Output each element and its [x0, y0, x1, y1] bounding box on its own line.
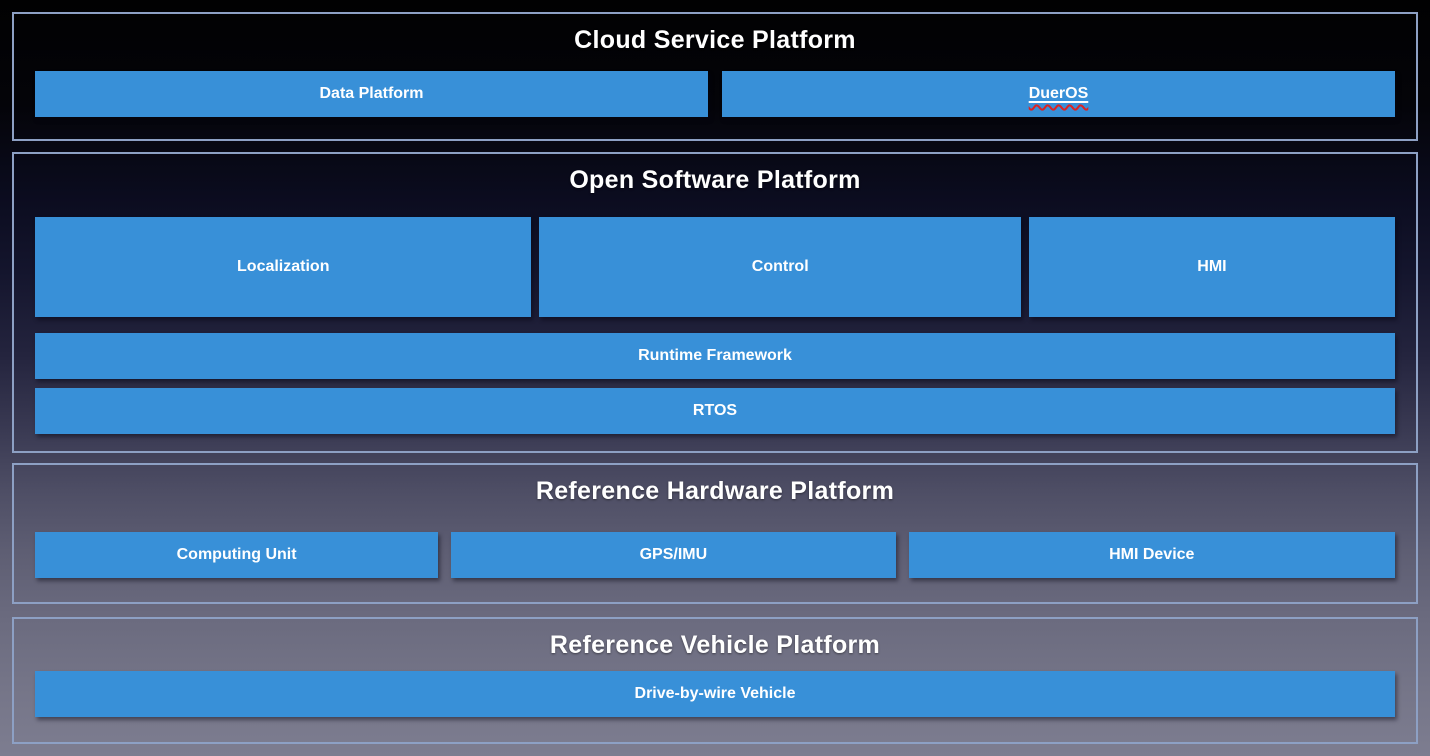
- box-label-computing-unit: Computing Unit: [176, 546, 297, 563]
- cloud-boxes-row: Data Platform DuerOS: [35, 71, 1395, 117]
- section-title-vehicle: Reference Vehicle Platform: [549, 631, 881, 659]
- box-control: Control: [539, 217, 1021, 317]
- box-label-hmi-device: HMI Device: [1109, 546, 1195, 563]
- software-modules-row: Localization Control HMI: [35, 217, 1396, 317]
- runtime-framework-row: Runtime Framework: [35, 333, 1395, 379]
- box-label-dueros: DuerOS: [1028, 85, 1089, 102]
- box-label-gps-imu: GPS/IMU: [639, 546, 708, 563]
- box-drive-by-wire-vehicle: Drive-by-wire Vehicle: [35, 671, 1395, 717]
- reference-hardware-platform-section: Reference Hardware Platform Computing Un…: [12, 463, 1418, 604]
- box-label-control: Control: [751, 258, 809, 275]
- box-computing-unit: Computing Unit: [35, 532, 439, 578]
- section-title-software: Open Software Platform: [569, 166, 861, 194]
- box-label-runtime-framework: Runtime Framework: [638, 347, 792, 364]
- open-software-platform-section: Open Software Platform Localization Cont…: [12, 152, 1418, 453]
- box-data-platform: Data Platform: [35, 71, 708, 117]
- box-runtime-framework: Runtime Framework: [35, 333, 1395, 379]
- dueros-spellcheck-squiggle: DuerOS: [1029, 85, 1089, 103]
- box-label-rtos: RTOS: [692, 402, 738, 419]
- cloud-service-platform-section: Cloud Service Platform Data Platform Due…: [12, 12, 1418, 141]
- box-hmi-device: HMI Device: [908, 532, 1395, 578]
- reference-vehicle-platform-section: Reference Vehicle Platform Drive-by-wire…: [12, 617, 1418, 744]
- hardware-devices-row: Computing Unit GPS/IMU HMI Device: [35, 532, 1395, 578]
- box-dueros: DuerOS: [722, 71, 1395, 117]
- section-title-cloud: Cloud Service Platform: [574, 26, 856, 54]
- box-localization: Localization: [35, 217, 532, 317]
- section-title-hardware: Reference Hardware Platform: [535, 477, 895, 505]
- box-label-data-platform: Data Platform: [319, 85, 424, 102]
- box-gps-imu: GPS/IMU: [451, 532, 896, 578]
- box-label-hmi: HMI: [1197, 258, 1227, 275]
- box-rtos: RTOS: [35, 388, 1395, 434]
- rtos-row: RTOS: [35, 388, 1395, 434]
- box-hmi: HMI: [1028, 217, 1396, 317]
- box-label-localization: Localization: [237, 258, 330, 275]
- box-label-drive-by-wire-vehicle: Drive-by-wire Vehicle: [634, 685, 796, 702]
- vehicle-row: Drive-by-wire Vehicle: [35, 671, 1395, 717]
